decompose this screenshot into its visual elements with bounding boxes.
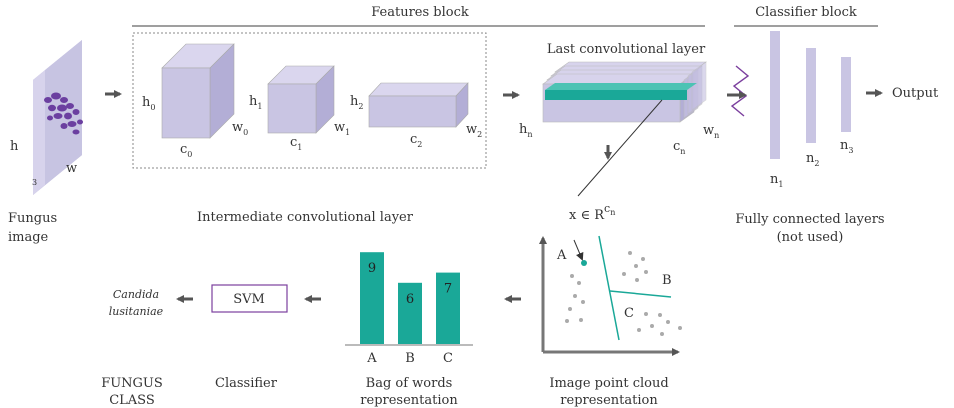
fungus-image-caption-2: image <box>8 230 49 245</box>
predicted-class-line1: Candida <box>113 288 159 301</box>
feature-vector-highlight <box>545 90 687 100</box>
cluster-a-points <box>565 274 585 323</box>
fc-n1-label: n1 <box>770 172 783 189</box>
last-conv-layer-volume <box>542 61 707 123</box>
bow-bar-label-b: B <box>405 351 415 366</box>
cube1-c-label: c1 <box>290 135 302 152</box>
point-cloud-caption-2: representation <box>560 393 658 408</box>
last-conv-layer-title: Last convolutional layer <box>547 42 706 57</box>
output-label: Output <box>892 86 939 101</box>
classifier-caption: Classifier <box>215 376 278 391</box>
fungus-cells <box>44 92 83 135</box>
truncation-zigzag <box>730 65 750 117</box>
bow-bar-value-c: 7 <box>444 282 452 297</box>
fungus-class-caption-1: FUNGUS <box>101 376 163 391</box>
bag-of-words-chart: 9A 6B 7C <box>360 252 460 366</box>
fc-layer-2 <box>806 48 816 143</box>
point-pointer-arrow <box>573 239 584 261</box>
bow-bar-b <box>398 282 422 344</box>
cube0-h-label: h0 <box>142 95 155 112</box>
bow-bar-label-c: C <box>443 351 453 366</box>
last-c-label: cn <box>673 139 685 156</box>
bow-caption-2: representation <box>360 393 458 408</box>
fc-n2-label: n2 <box>806 151 819 168</box>
bow-bar-a <box>360 252 384 344</box>
input-h-label: h <box>10 139 19 154</box>
decision-boundary-2 <box>609 290 672 298</box>
cube1-h-label: h1 <box>249 94 262 111</box>
input-depth-label: 3 <box>32 178 37 187</box>
intermediate-layers-box <box>132 32 487 169</box>
cube0-c-label: c0 <box>180 142 192 159</box>
fungus-class-caption-2: CLASS <box>109 393 155 408</box>
fc-caption-1: Fully connected layers <box>735 212 884 227</box>
highlighted-point <box>581 260 587 266</box>
cube2-h-label: h2 <box>350 94 363 111</box>
fc-layer-1 <box>770 31 780 159</box>
fc-n3-label: n3 <box>840 138 853 155</box>
predicted-class-line2: lusitaniae <box>109 305 164 318</box>
decision-boundary-1 <box>598 235 620 341</box>
cube2-w-label: w2 <box>466 122 482 139</box>
input-w-label: w <box>66 161 77 176</box>
bow-bar-c <box>436 272 460 344</box>
cluster-c-points <box>637 312 682 336</box>
cluster-b-points <box>622 251 648 282</box>
cluster-label-a: A <box>556 248 567 263</box>
svm-box <box>211 284 288 313</box>
fungus-image-caption-1: Fungus <box>8 211 57 226</box>
vector-pointer-line <box>577 99 663 197</box>
vector-space-label: x ∈ Rcn <box>569 202 615 223</box>
bow-bar-value-b: 6 <box>406 292 414 307</box>
cluster-label-c: C <box>624 306 634 321</box>
last-h-label: hn <box>519 122 533 139</box>
cube1-w-label: w1 <box>334 120 350 137</box>
intermediate-layer-caption: Intermediate convolutional layer <box>197 210 414 225</box>
feature-cube-2 <box>368 82 469 128</box>
last-w-label: wn <box>703 123 719 140</box>
fc-layer-3 <box>841 57 851 132</box>
bow-caption-1: Bag of words <box>366 376 453 391</box>
svm-label: SVM <box>233 292 265 307</box>
point-cloud-plot: A B C <box>539 235 682 356</box>
cluster-label-b: B <box>662 273 672 288</box>
feature-cube-1 <box>267 65 335 134</box>
feature-cube-0 <box>161 43 235 139</box>
classifier-block-title: Classifier block <box>755 5 857 20</box>
point-cloud-caption-1: Image point cloud <box>549 376 668 391</box>
features-block-title: Features block <box>371 5 469 20</box>
fc-caption-2: (not used) <box>777 230 844 245</box>
cube0-w-label: w0 <box>232 120 248 137</box>
bow-bar-label-a: A <box>366 351 377 366</box>
cube2-c-label: c2 <box>410 132 422 149</box>
bow-bar-value-a: 9 <box>368 261 376 276</box>
